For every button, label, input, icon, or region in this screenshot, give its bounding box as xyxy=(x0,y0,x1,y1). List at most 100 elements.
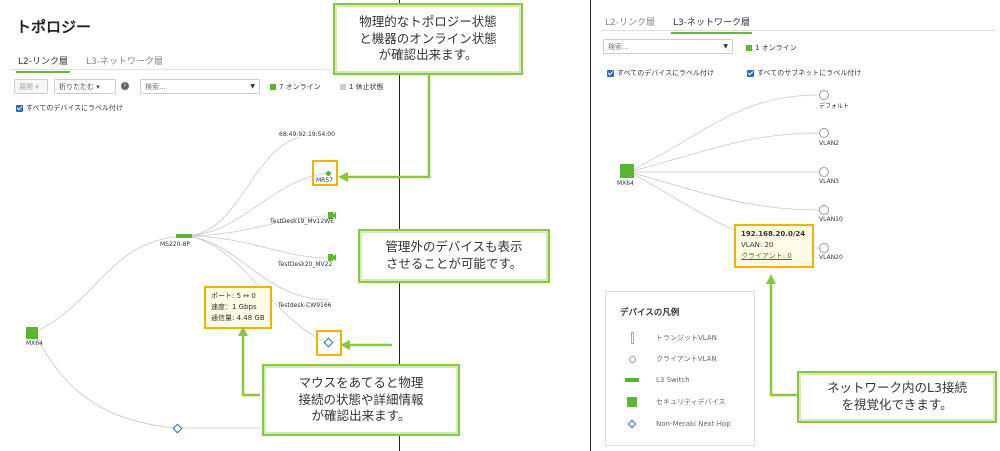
legend-label: クライアントVLAN xyxy=(656,355,717,363)
callout-line: が確認出来ます。 xyxy=(378,47,478,63)
node-label-default: デフォルト xyxy=(819,103,850,110)
info-icon[interactable]: i xyxy=(121,82,129,90)
label-all-subnets-text: すべてのサブネットにラベル付け xyxy=(757,69,862,77)
unmanaged-highlight xyxy=(316,330,342,356)
callout-line: 管理外のデバイスも表示 xyxy=(385,239,523,255)
client-vlan-icon xyxy=(618,355,646,363)
legend-item-transit-vlan: トランジットVLAN xyxy=(618,332,717,344)
search-select[interactable]: 検索... ▼ xyxy=(140,79,260,94)
legend-label: トランジットVLAN xyxy=(656,334,717,342)
client-vlan-icon[interactable] xyxy=(819,90,829,100)
callout-line: 接続の状態や詳細情報 xyxy=(298,391,424,407)
offline-count: 1 休止状態 xyxy=(349,83,384,91)
callout-line: マウスをあてると物理 xyxy=(298,374,424,390)
page-title: トポロジー xyxy=(16,18,92,36)
node-label-mx64: MX64 xyxy=(26,340,43,347)
access-point-icon[interactable] xyxy=(326,171,331,176)
chevron-down-icon: ▼ xyxy=(723,43,728,50)
online-square-icon xyxy=(746,45,752,51)
camera-icon[interactable] xyxy=(328,212,336,219)
tooltip-subnet: 192.168.20.0/24 xyxy=(741,230,806,238)
callout-unmanaged-devices: 管理外のデバイスも表示 させることが可能です。 xyxy=(358,229,550,283)
label-all-subnets-checkbox[interactable]: すべてのサブネットにラベル付け xyxy=(747,68,861,78)
label-all-devices-checkbox[interactable]: すべてのデバイスにラベル付け xyxy=(16,103,123,113)
callout-l3-visualization: ネットワーク内のL3接続 を視覚化できます。 xyxy=(797,371,997,423)
node-label-mv12we: TestDesk19_MV12WE xyxy=(270,218,335,225)
l3-switch-icon[interactable] xyxy=(176,234,192,238)
legend-label: L3 Switch xyxy=(656,376,690,384)
callout-hover-details: マウスをあてると物理 接続の状態や詳細情報 が確認出来ます。 xyxy=(262,364,460,436)
tab-l2-link[interactable]: L2-リンク層 xyxy=(16,50,70,73)
legend-item-security-device: セキュリティデバイス xyxy=(618,397,725,407)
node-label-vlan3: VLAN3 xyxy=(819,178,839,185)
legend-item-client-vlan: クライアントVLAN xyxy=(618,354,717,364)
node-label-ms220: MS220-8P xyxy=(160,241,191,248)
checkbox-checked-icon xyxy=(607,69,614,77)
online-square-icon xyxy=(270,84,276,90)
search-placeholder: 検索... xyxy=(608,42,629,51)
tooltip-port: ポート: 5 ↔ 0 xyxy=(211,292,256,300)
node-label-vlan10: VLAN10 xyxy=(819,216,843,223)
node-label-mr57: MR57 xyxy=(316,177,333,184)
subnet-tooltip: 192.168.20.0/24 VLAN: 20 クライアント: 0 xyxy=(734,224,814,268)
checkbox-checked-icon xyxy=(747,69,754,77)
tooltip-vlan: VLAN: 20 xyxy=(741,241,774,250)
legend-title: デバイスの凡例 xyxy=(620,308,680,318)
legend-item-non-meraki: Non-Meraki Next Hop xyxy=(618,419,731,429)
online-count: 7 オンライン xyxy=(279,83,321,91)
tooltip-clients-link[interactable]: クライアント: 0 xyxy=(741,252,792,261)
node-label-mv22: TestDesk20_MV22 xyxy=(278,261,333,268)
link-tooltip: ポート: 5 ↔ 0 速度：1 Gbps 通信量: 4.48 GB xyxy=(204,286,272,329)
search-placeholder: 検索... xyxy=(145,82,166,91)
node-label-vlan20: VLAN20 xyxy=(819,254,843,261)
tab-l3-network[interactable]: L3-ネットワーク層 xyxy=(671,11,752,34)
l3-switch-icon xyxy=(618,378,646,382)
chevron-down-icon: ▼ xyxy=(250,83,255,90)
callout-line: を視覚化できます。 xyxy=(841,397,953,412)
online-count: 1 オンライン xyxy=(755,44,797,52)
node-label-cw9166: Testdesk-CW9166 xyxy=(278,302,332,309)
client-vlan-icon[interactable] xyxy=(819,128,829,138)
node-label-vlan2: VLAN2 xyxy=(819,140,839,147)
camera-icon[interactable] xyxy=(328,254,336,261)
legend-item-l3-switch: L3 Switch xyxy=(618,376,690,384)
callout-line: ネットワーク内のL3接続 xyxy=(827,380,967,396)
mr57-highlight xyxy=(312,160,338,186)
checkbox-checked-icon xyxy=(16,104,23,112)
callout-physical-topology: 物理的なトポロジー状態 と機器のオンライン状態 が確認出来ます。 xyxy=(333,3,523,75)
client-vlan-icon[interactable] xyxy=(819,167,829,177)
transit-vlan-icon xyxy=(618,332,646,344)
topology-tabs: L2-リンク層 L3-ネットワーク層 xyxy=(603,11,766,34)
callout-line: が確認出来ます。 xyxy=(311,408,411,424)
offline-status: 1 休止状態 xyxy=(340,82,384,92)
collapse-button[interactable]: 折りたたむ ▾ xyxy=(54,79,116,94)
client-vlan-icon[interactable] xyxy=(819,243,829,253)
callout-line: と機器のオンライン状態 xyxy=(359,30,497,46)
node-label-mx64: MX64 xyxy=(617,180,634,187)
topology-tabs: L2-リンク層 L3-ネットワーク層 xyxy=(16,50,179,73)
l2-link-lines xyxy=(33,136,331,429)
online-status: 1 オンライン xyxy=(746,43,797,53)
search-select[interactable]: 検索... ▼ xyxy=(603,39,733,54)
tooltip-speed: 速度：1 Gbps xyxy=(211,302,257,311)
online-status: 7 オンライン xyxy=(270,82,321,92)
security-device-icon[interactable] xyxy=(620,164,634,178)
offline-square-icon xyxy=(340,84,346,90)
tab-l3-network[interactable]: L3-ネットワーク層 xyxy=(86,57,163,67)
security-device-icon[interactable] xyxy=(26,327,38,339)
callout-line: 物理的なトポロジー状態 xyxy=(359,13,497,29)
callout-line: させることが可能です。 xyxy=(385,256,523,271)
label-all-devices-text: すべてのデバイスにラベル付け xyxy=(617,69,715,77)
expand-button[interactable]: 展開 ▾ xyxy=(14,79,48,94)
client-vlan-icon[interactable] xyxy=(819,205,829,215)
legend-label: Non-Meraki Next Hop xyxy=(656,420,731,428)
l2-topology-panel: トポロジー L2-リンク層 L3-ネットワーク層 展開 ▾ 折りたたむ ▾ i … xyxy=(0,0,400,451)
legend-label: セキュリティデバイス xyxy=(656,398,726,406)
device-legend: デバイスの凡例 トランジットVLAN クライアントVLAN L3 Switch … xyxy=(605,291,755,446)
tab-divider xyxy=(10,69,395,70)
security-device-icon xyxy=(618,397,646,407)
tab-divider xyxy=(601,30,996,31)
label-all-devices-checkbox[interactable]: すべてのデバイスにラベル付け xyxy=(607,68,714,78)
tab-l2-link[interactable]: L2-リンク層 xyxy=(605,18,655,28)
